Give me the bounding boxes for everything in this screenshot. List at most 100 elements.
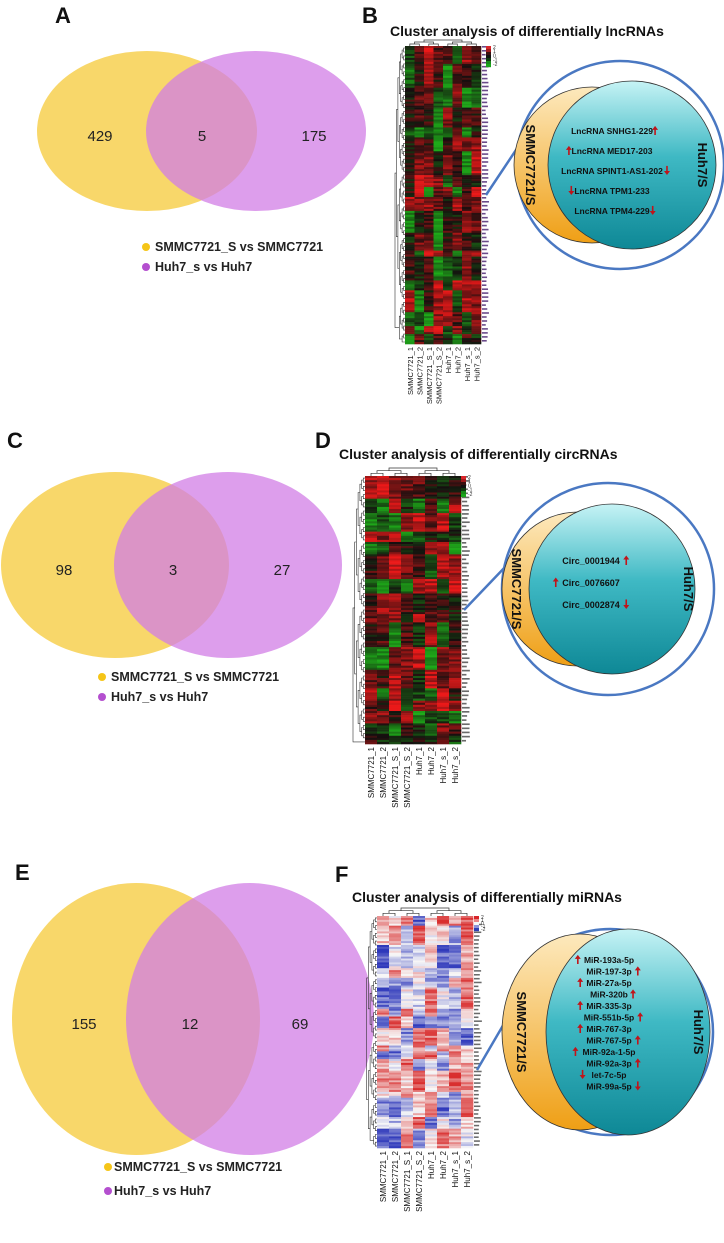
heatmap-cell [449, 525, 462, 528]
heatmap-cell [425, 669, 438, 673]
heatmap-cell [449, 916, 462, 919]
heatmap-cell [471, 121, 482, 124]
heatmap-cell [443, 310, 453, 313]
heatmap-cell [389, 923, 402, 926]
heatmap-cell [401, 690, 414, 693]
heatmap-cell [401, 972, 414, 975]
color-scale-swatch [486, 55, 491, 59]
heatmap-cell [365, 702, 378, 706]
heatmap-cell [437, 541, 450, 545]
heatmap-cell [449, 939, 462, 942]
row-label [462, 624, 469, 627]
heatmap-cell [389, 1024, 402, 1027]
dendrogram-branch [366, 977, 369, 1100]
heatmap-cell [377, 1072, 390, 1075]
heatmap-cell [449, 519, 462, 522]
dendrogram-branch [375, 1118, 377, 1124]
heatmap-cell [462, 159, 472, 162]
heatmap-cell [437, 476, 450, 479]
heatmap-cell [389, 624, 402, 627]
heatmap-cell [377, 717, 390, 720]
heatmap-cell [424, 85, 434, 89]
heatmap-cell [425, 494, 438, 497]
heatmap-cell [433, 75, 444, 79]
heatmap-cell [401, 585, 414, 588]
heatmap-cell [443, 290, 453, 293]
heatmap-cell [414, 274, 425, 277]
heatmap-cell [461, 979, 474, 983]
heatmap-cell [414, 300, 425, 303]
dendrogram-branch [403, 278, 405, 283]
heatmap-cell [424, 274, 434, 277]
heatmap-cell [389, 651, 402, 654]
heatmap-cell [389, 968, 402, 971]
heatmap-cell [471, 220, 482, 224]
heatmap-title-lncrna: Cluster analysis of differentially lncRN… [390, 23, 664, 39]
heatmap-cell [389, 1026, 402, 1029]
heatmap-cell [437, 950, 450, 954]
row-label [482, 316, 487, 318]
heatmap-cell [461, 1041, 474, 1044]
heatmap-cell [425, 1078, 438, 1081]
heatmap-cell [377, 1078, 390, 1081]
heatmap-cell [413, 595, 426, 598]
heatmap-cell [437, 694, 450, 697]
heatmap-cell [425, 979, 438, 983]
row-label [482, 272, 486, 275]
heatmap-cell [413, 669, 426, 673]
heatmap-cell [414, 288, 425, 291]
heatmap-cell [462, 270, 472, 273]
color-scale-swatch [486, 49, 491, 53]
heatmap-cell [377, 564, 390, 568]
heatmap-cell [433, 85, 444, 89]
heatmap-cell [471, 123, 482, 126]
heatmap-cell [389, 1014, 402, 1017]
heatmap-cell [365, 638, 378, 642]
heatmap-cell [389, 589, 402, 592]
heatmap-cell [433, 230, 444, 234]
heatmap-cell [425, 601, 438, 605]
heatmap-cell [443, 208, 453, 212]
heatmap-cell [462, 232, 472, 236]
venn-count-overlap: 5 [198, 128, 206, 145]
heatmap-cell [413, 1119, 426, 1122]
heatmap-cell [433, 304, 444, 307]
row-label [482, 204, 488, 207]
heatmap-cell [413, 1142, 426, 1145]
row-label [482, 248, 487, 251]
heatmap-cell [462, 326, 472, 329]
heatmap-cell [401, 502, 414, 506]
heatmap-cell [377, 711, 390, 714]
heatmap-cell [401, 1072, 414, 1075]
heatmap-cell [433, 145, 444, 148]
sample-label: Huh7_s_2 [451, 746, 460, 783]
heatmap-cell [471, 272, 482, 275]
heatmap-cell [443, 302, 453, 305]
heatmap-cell [377, 568, 390, 572]
heatmap-cell [449, 618, 462, 621]
heatmap-cell [425, 739, 438, 743]
heatmap-cell [449, 610, 462, 613]
heatmap-cell [449, 554, 462, 557]
heatmap-cell [471, 216, 482, 220]
dendrogram-branch [409, 43, 420, 46]
heatmap-cell [461, 929, 474, 932]
heatmap-cell [401, 1059, 414, 1062]
heatmap-cell [437, 663, 450, 666]
heatmap-cell [413, 527, 426, 530]
heatmap-cell [377, 583, 390, 586]
heatmap-cell [461, 1088, 474, 1091]
heatmap-cell [377, 517, 390, 520]
heatmap-cell [389, 925, 402, 928]
heatmap-cell [437, 550, 450, 553]
heatmap-cell [437, 1099, 450, 1102]
heatmap-cell [425, 1107, 438, 1110]
dendrogram-branch [363, 601, 365, 607]
heatmap-cell [377, 939, 390, 942]
heatmap-cell [405, 288, 415, 291]
heatmap-cell [437, 515, 450, 518]
heatmap-cell [389, 1049, 402, 1052]
color-scale-label: 2 [468, 475, 471, 481]
heatmap-cell [389, 1018, 402, 1021]
venn-count-overlap: 12 [182, 1016, 199, 1033]
